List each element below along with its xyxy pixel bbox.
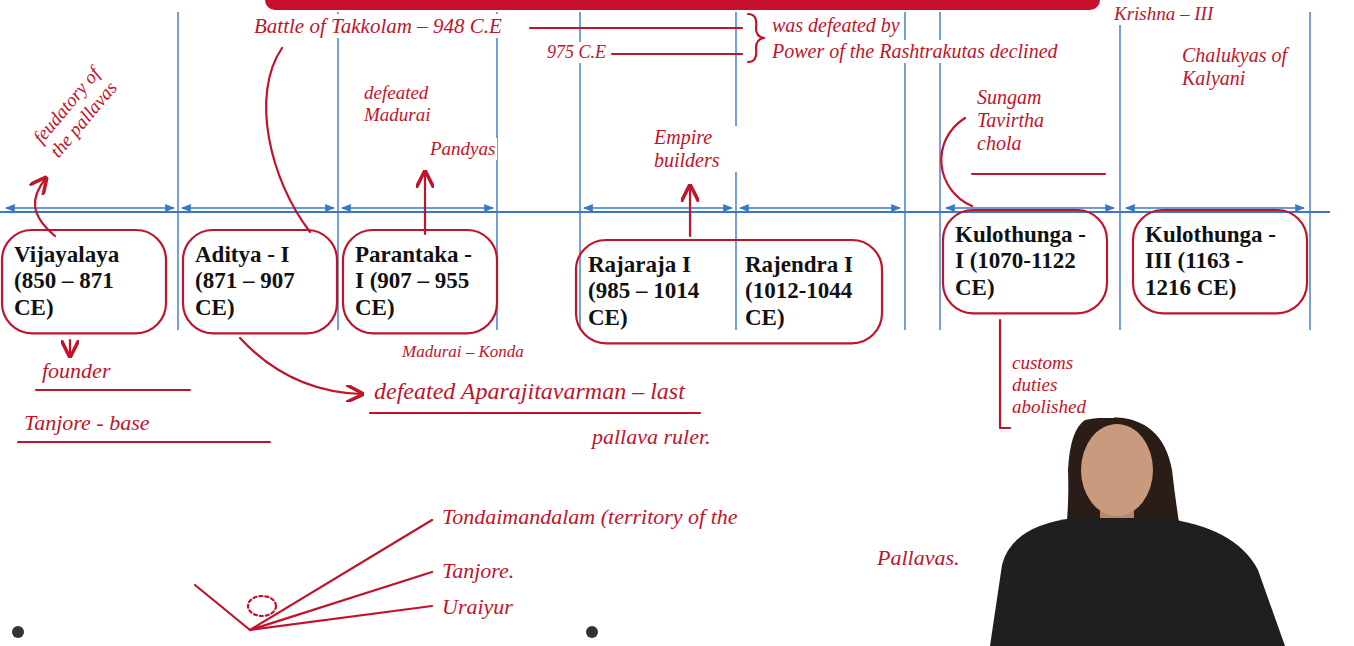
dotted-loop (248, 596, 276, 616)
presenter-face (1081, 424, 1153, 516)
ruler-box: Parantaka - I (907 – 955 CE) (355, 242, 485, 321)
grid-line (1309, 12, 1310, 330)
underline (370, 412, 700, 414)
handwritten-note: Uraiyur (440, 594, 515, 619)
grid-line (1119, 12, 1120, 330)
circled-ruler (943, 210, 1107, 313)
arrow-stroke (689, 186, 691, 236)
handwritten-note: Chalukyas of Kalyani (1180, 44, 1299, 90)
handwritten-note: Tondaimandalam (territory of the (440, 504, 740, 529)
handwritten-note: Pallavas. (875, 545, 962, 570)
ruler-box: Aditya - I (871 – 907 CE) (195, 242, 325, 321)
handwritten-note: Krishna – III (1112, 3, 1215, 25)
arrow-stroke (35, 178, 55, 236)
presenter-body (990, 518, 1285, 646)
handwritten-note: defeated Aparajitavarman – last (372, 378, 687, 406)
footer-icon (586, 626, 598, 638)
curve-stroke (941, 118, 972, 206)
ruler-name: Aditya - I (871 – 907 CE) (195, 242, 325, 321)
branch-stroke (195, 585, 250, 630)
presenter-figure (990, 417, 1285, 646)
arrow-stroke (240, 338, 362, 394)
handwritten-note: 975 C.E (545, 42, 608, 63)
circled-ruler (343, 230, 497, 333)
circled-ruler (183, 230, 337, 333)
period-span (584, 207, 732, 208)
pointer-stroke (612, 53, 742, 55)
period-span (182, 207, 334, 208)
pointer-stroke (530, 27, 742, 29)
period-span (946, 207, 1114, 208)
handwritten-note: Sungam Tavirtha chola (975, 86, 1091, 155)
period-span (740, 207, 900, 208)
ruler-box: Rajaraja I (985 – 1014 CE) (588, 252, 726, 331)
circled-ruler (1133, 210, 1307, 313)
handwritten-note: pallava ruler. (590, 424, 713, 449)
curve-stroke (266, 48, 310, 232)
handwritten-note: Empire builders (652, 126, 756, 172)
circled-ruler (2, 230, 166, 333)
ruler-name: Parantaka - I (907 – 955 CE) (355, 242, 485, 321)
ruler-box: Rajendra I (1012-1044 CE) (745, 252, 870, 331)
handwritten-note: defeated Madurai (362, 82, 461, 126)
handwritten-note: founder (40, 358, 112, 383)
ruler-name: Vijayalaya (850 – 871 CE) (14, 242, 154, 321)
ruler-name: Kulothunga - III (1163 - 1216 CE) (1145, 222, 1295, 301)
period-span (1126, 207, 1304, 208)
timeline-axis (0, 211, 1330, 213)
handwritten-note: Tanjore. (440, 558, 516, 583)
underline (36, 389, 190, 391)
ruler-name: Rajaraja I (985 – 1014 CE) (588, 252, 726, 331)
ruler-box: Vijayalaya (850 – 871 CE) (14, 242, 154, 321)
ruler-box: Kulothunga - I (1070-1122 CE) (955, 222, 1095, 301)
branch-stroke (250, 606, 432, 630)
handwritten-note: feudatory of the pallavas (27, 40, 140, 163)
footer-icon (12, 626, 24, 638)
bracket-stroke (1000, 320, 1010, 428)
title-banner (265, 0, 1100, 10)
period-span (342, 207, 493, 208)
handwritten-note: Pandyas (428, 138, 497, 160)
ruler-name: Rajendra I (1012-1044 CE) (745, 252, 870, 331)
arrow-stroke (69, 340, 71, 356)
grid-line (177, 12, 178, 330)
branch-stroke (250, 520, 432, 630)
underline (972, 173, 1105, 175)
ruler-name: Kulothunga - I (1070-1122 CE) (955, 222, 1095, 301)
curly-brace (748, 14, 764, 62)
arrow-stroke (424, 172, 426, 234)
handwritten-note: was defeated by (770, 14, 902, 37)
ruler-box: Kulothunga - III (1163 - 1216 CE) (1145, 222, 1295, 301)
handwritten-note: Battle of Takkolam – 948 C.E (252, 14, 504, 38)
circled-ruler (576, 240, 882, 343)
branch-stroke (250, 572, 432, 630)
period-span (6, 207, 174, 208)
underline (18, 441, 270, 443)
handwritten-note: Power of the Rashtrakutas declined (770, 40, 1060, 63)
handwritten-note: customs duties abolished (1010, 352, 1114, 418)
handwritten-note: Madurai – Konda (400, 342, 526, 362)
handwritten-note: Tanjore - base (22, 410, 152, 435)
